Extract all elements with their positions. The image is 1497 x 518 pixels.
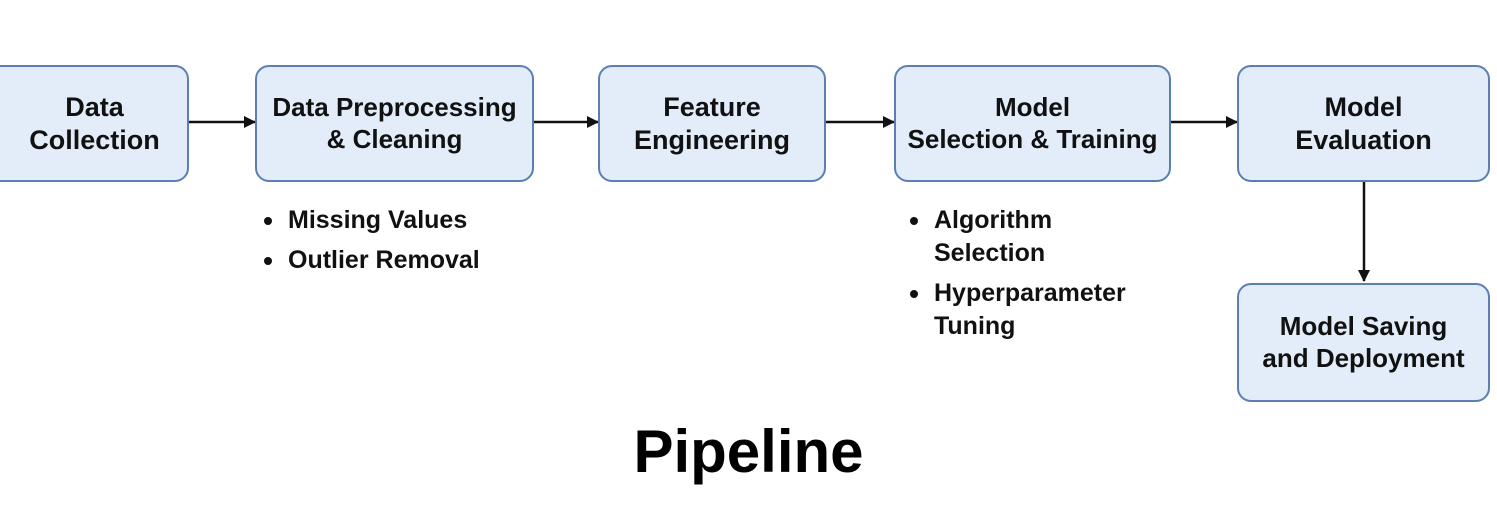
- node-label: Model Saving and Deployment: [1262, 311, 1465, 373]
- node-label: Feature Engineering: [633, 92, 790, 155]
- node-data-preprocessing: Data Preprocessing & Cleaning: [255, 65, 534, 182]
- list-item: Algorithm Selection: [908, 204, 1208, 270]
- node-label: Model Evaluation: [1295, 92, 1432, 155]
- training-notes-list: Algorithm Selection Hyperparameter Tunin…: [908, 204, 1208, 350]
- node-model-selection: Model Selection & Training: [894, 65, 1171, 182]
- node-model-saving: Model Saving and Deployment: [1237, 283, 1490, 402]
- node-label: Data Preprocessing & Cleaning: [272, 92, 517, 154]
- preprocessing-notes-list: Missing Values Outlier Removal: [262, 204, 562, 284]
- list-item: Missing Values: [262, 204, 562, 237]
- node-feature-engineering: Feature Engineering: [598, 65, 826, 182]
- list-item: Outlier Removal: [262, 244, 562, 277]
- node-label: Data Collection: [29, 92, 160, 155]
- node-model-evaluation: Model Evaluation: [1237, 65, 1490, 182]
- node-data-collection: Data Collection: [0, 65, 189, 182]
- node-label: Model Selection & Training: [907, 92, 1158, 154]
- page-title: Pipeline: [633, 418, 864, 485]
- list-item: Hyperparameter Tuning: [908, 277, 1208, 343]
